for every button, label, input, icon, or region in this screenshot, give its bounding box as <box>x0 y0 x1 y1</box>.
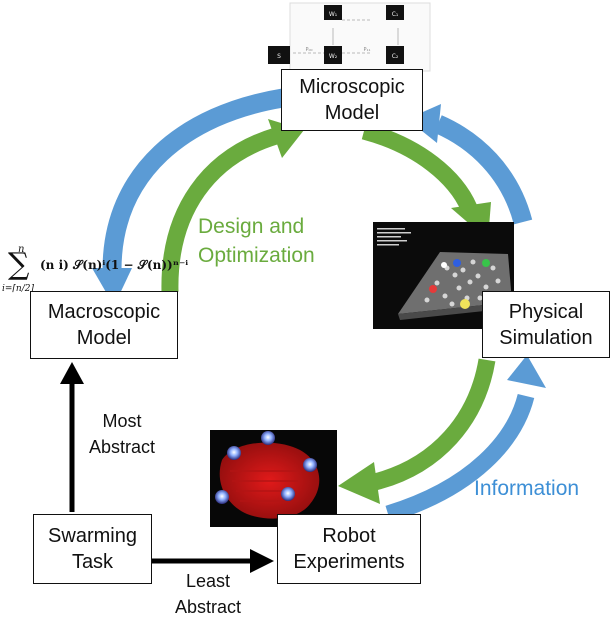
label-design-and-optimization: Design and Optimization <box>198 212 315 270</box>
robot-experiments-photo <box>210 430 337 527</box>
state-diagram-thumbnail: W₁ C₁ S W₂ C₂ P₀₀ P₁₁ <box>268 2 431 72</box>
arrow-blue-robot-to-sim-head <box>507 355 546 388</box>
node-physical-simulation[interactable]: Physical Simulation <box>482 291 610 358</box>
arrow-green-sim-to-robot <box>372 358 496 491</box>
state-c2 <box>386 46 404 64</box>
label-most-abstract: Most Abstract <box>82 408 162 460</box>
label-least-line1: Least <box>185 571 231 591</box>
label-most-line1: Most <box>102 411 142 431</box>
state-label-w2: W₂ <box>329 53 338 60</box>
label-information: Information <box>474 477 580 500</box>
node-robot-experiments-line2: Experiments <box>293 551 405 573</box>
state-label-s: S <box>277 53 281 60</box>
node-microscopic-model-line1: Microscopic <box>299 76 405 98</box>
node-microscopic-model[interactable]: Microscopic Model <box>281 69 423 131</box>
edge-label-2: P₁₁ <box>363 47 370 53</box>
state-label-c2: C₂ <box>392 53 399 60</box>
arrow-blue-sim-to-micro <box>434 115 533 225</box>
state-label-w1: W₁ <box>329 11 338 18</box>
node-macroscopic-model[interactable]: Macroscopic Model <box>30 291 178 359</box>
arrow-blue-sim-to-micro-head <box>407 104 441 143</box>
arrow-blue-micro-to-macro <box>102 88 285 271</box>
label-most-line2: Abstract <box>88 437 156 457</box>
node-robot-experiments[interactable]: Robot Experiments <box>277 514 421 584</box>
formula-sigma: ∑ <box>8 247 30 282</box>
arrow-green-sim-to-robot-head <box>338 462 380 504</box>
state-s <box>268 46 290 64</box>
node-physical-simulation-line1: Physical <box>508 300 584 323</box>
arrow-black-task-to-robot-head <box>250 549 274 573</box>
node-macroscopic-model-line2: Model <box>76 327 132 349</box>
label-design-line1: Design and <box>198 215 305 238</box>
formula-sum-lower: i=⌈n/2⌉ <box>2 284 34 294</box>
formula-body: (n i) 𝒮(n)ⁱ(1 − 𝒮(n))ⁿ⁻ⁱ <box>40 258 189 272</box>
state-c1 <box>386 5 404 20</box>
edge-label-1: P₀₀ <box>305 47 312 53</box>
arrow-black-task-to-macro-head <box>60 362 84 384</box>
label-design-line2: Optimization <box>198 244 315 267</box>
arrow-green-micro-to-sim <box>361 122 477 212</box>
node-physical-simulation-line2: Simulation <box>499 326 593 349</box>
label-least-abstract: Least Abstract <box>166 568 250 620</box>
arrow-blue-micro-to-macro-head <box>92 268 132 306</box>
state-label-c1: C₁ <box>392 11 399 18</box>
arrow-blue-robot-to-sim <box>385 393 535 523</box>
node-swarming-task-line2: Task <box>71 551 114 573</box>
node-swarming-task-line1: Swarming <box>48 525 137 547</box>
node-robot-experiments-line1: Robot <box>322 525 376 547</box>
node-microscopic-model-line2: Model <box>324 102 380 124</box>
state-w1 <box>324 5 342 20</box>
macroscopic-formula: n ∑ i=⌈n/2⌉ (n i) 𝒮(n)ⁱ(1 − 𝒮(n))ⁿ⁻ⁱ <box>2 244 232 302</box>
node-swarming-task[interactable]: Swarming Task <box>33 514 152 584</box>
node-macroscopic-model-line1: Macroscopic <box>47 301 161 323</box>
formula-sum-upper: n <box>18 244 25 255</box>
arrow-green-macro-to-micro <box>161 127 279 293</box>
label-least-line2: Abstract <box>174 597 242 617</box>
state-w2 <box>324 46 342 64</box>
